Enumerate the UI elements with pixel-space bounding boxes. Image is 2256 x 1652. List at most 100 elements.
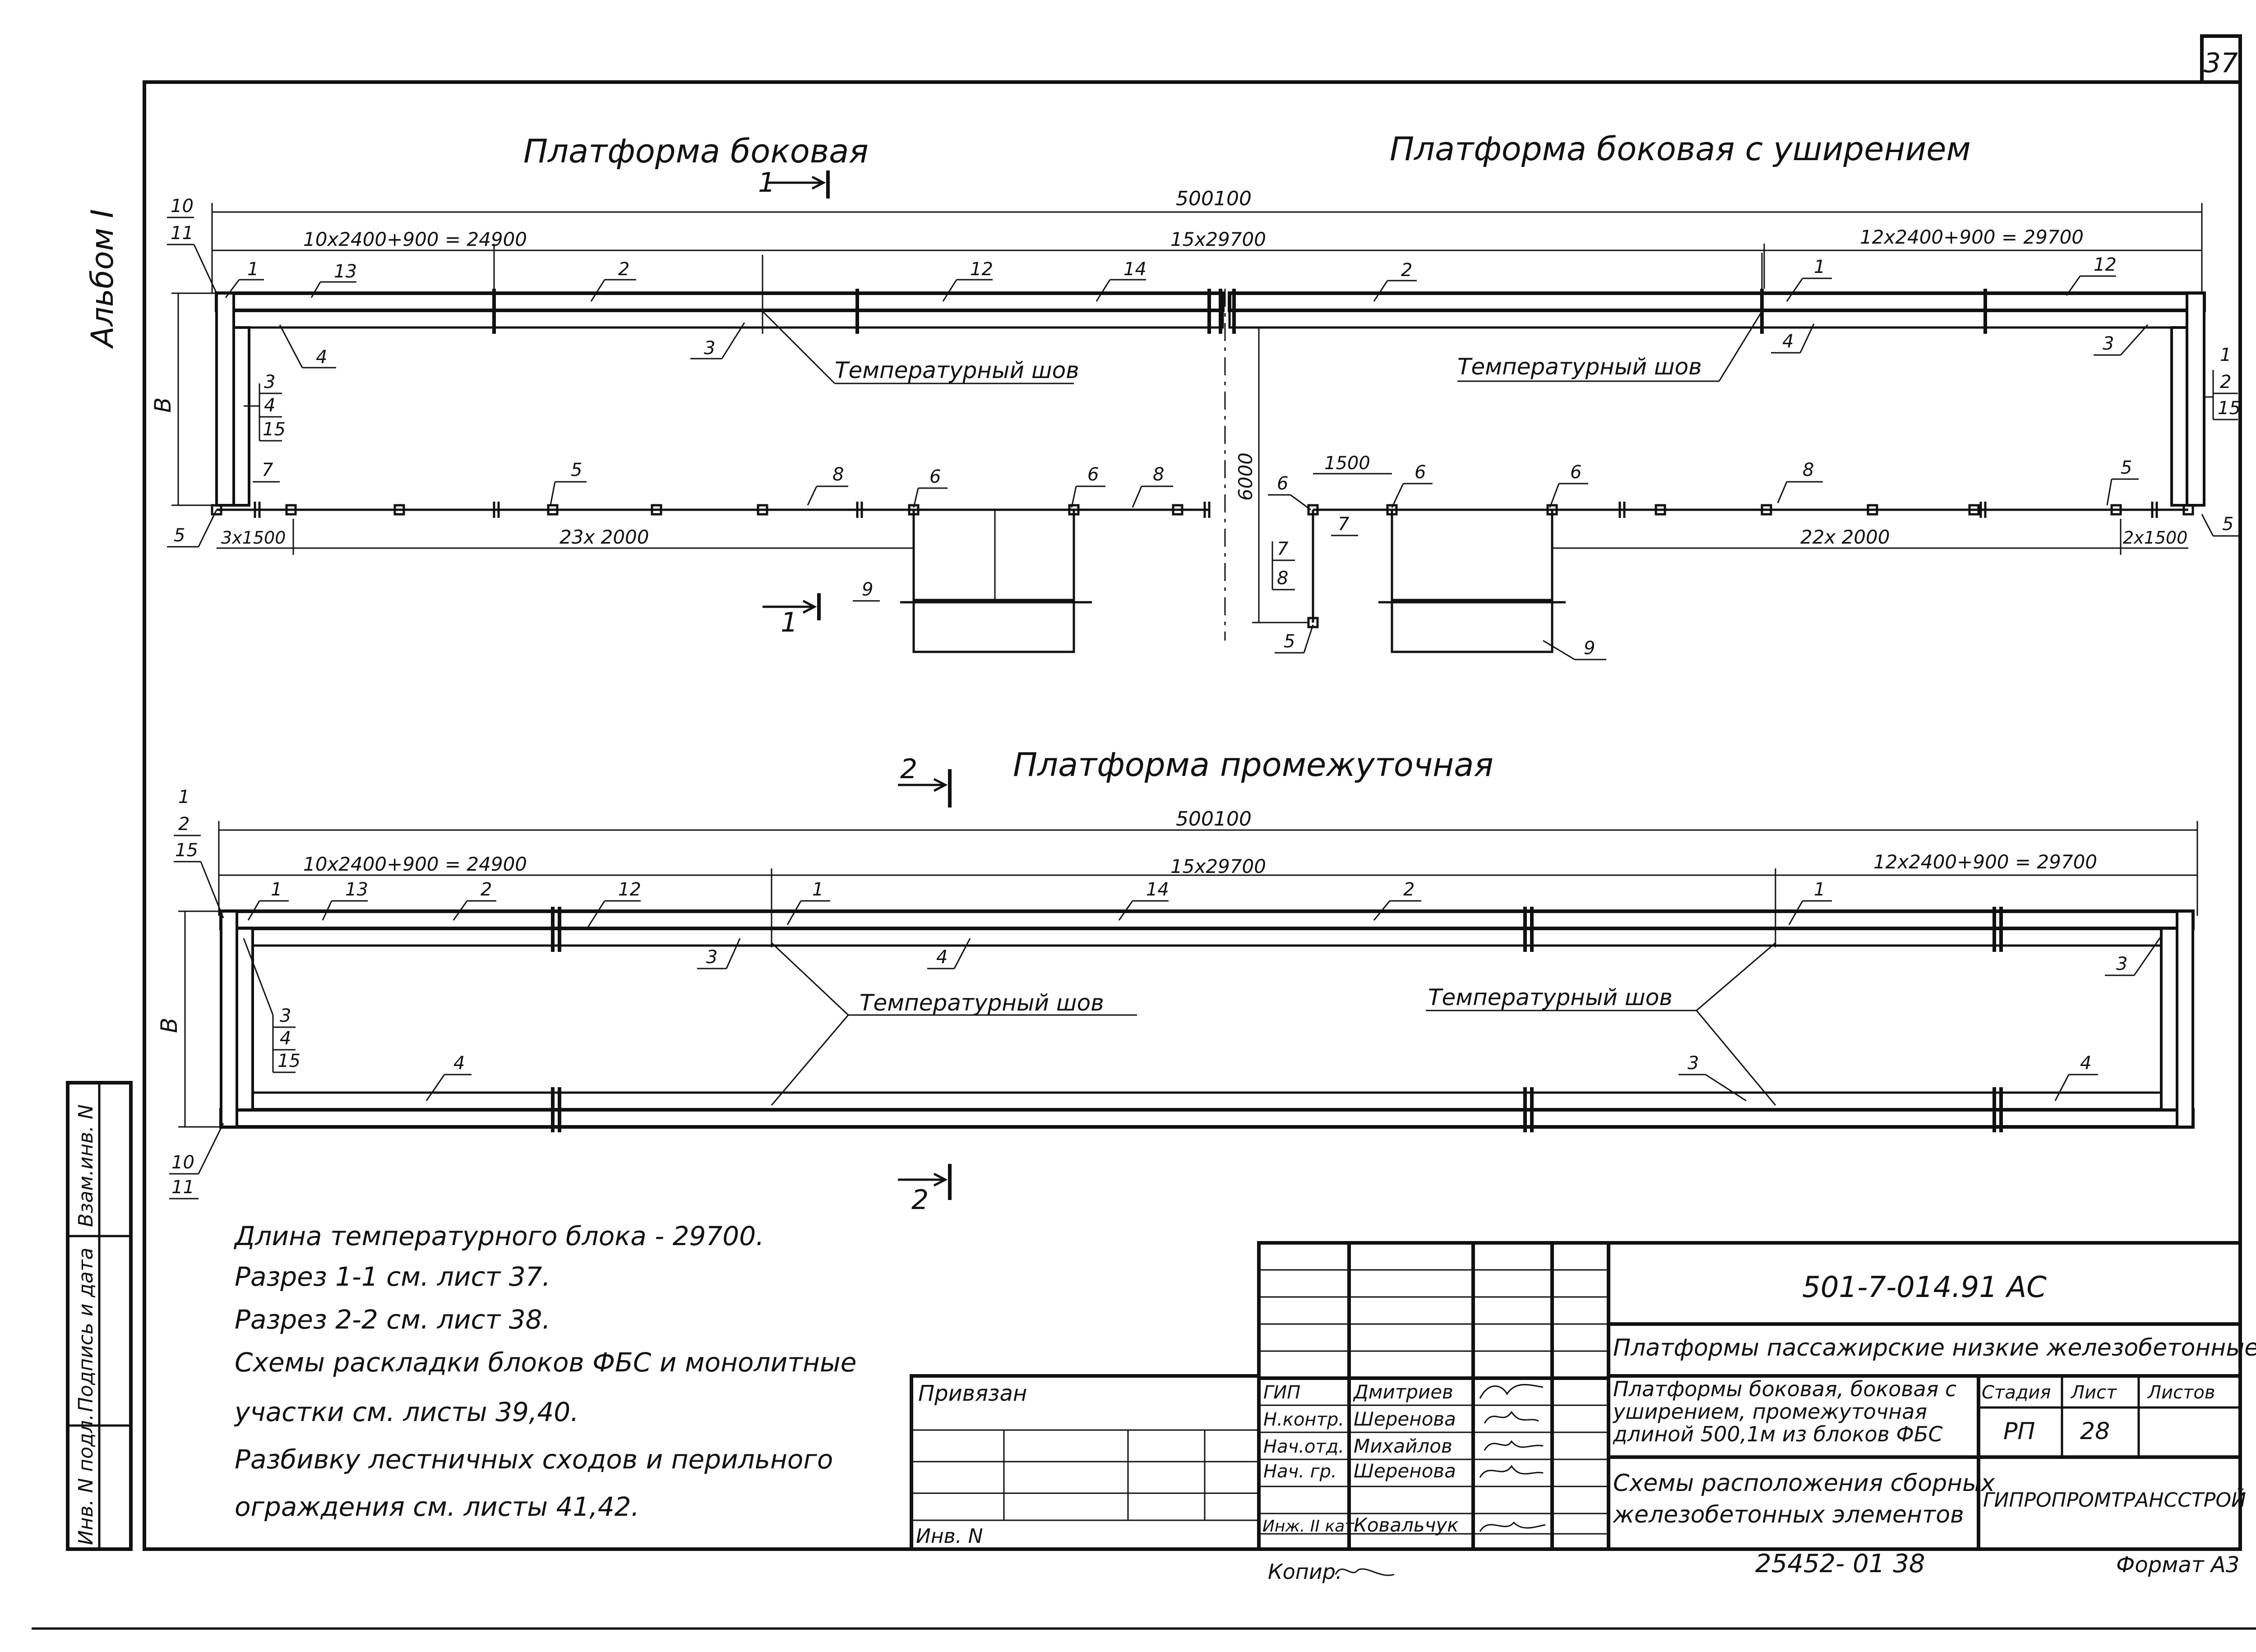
note-3: Разрез 2-2 см. лист 38.	[235, 1304, 550, 1335]
svg-text:1: 1	[247, 259, 259, 280]
svg-text:11: 11	[171, 223, 194, 244]
svg-text:4: 4	[2080, 1053, 2091, 1074]
role-nachotd: Нач.отд.	[1263, 1436, 1344, 1457]
dim-width-b-top: B	[150, 292, 217, 506]
role-inzh: Инж. II кат.	[1262, 1517, 1359, 1536]
note-7: ограждения см. листы 41,42.	[235, 1491, 639, 1522]
svg-text:4: 4	[280, 1028, 291, 1049]
section-marker-1-top: 1	[758, 167, 830, 198]
svg-text:7: 7	[1338, 514, 1350, 535]
name-nkontr: Шеренова	[1354, 1408, 1456, 1430]
note-5: участки см. листы 39,40.	[234, 1397, 579, 1427]
svg-text:5: 5	[571, 460, 582, 480]
footer: Копир. 25452- 01 38 Формат А3	[1268, 1549, 2239, 1584]
stage-value: РП	[2003, 1418, 2035, 1445]
title-side-platform: Платформа боковая	[523, 132, 869, 170]
svg-text:Температурный шов: Температурный шов	[1457, 354, 1702, 380]
svg-text:15: 15	[2218, 398, 2241, 419]
drawing-title-line-1: Схемы расположения сборных	[1613, 1470, 1995, 1497]
svg-text:2: 2	[1403, 879, 1415, 900]
name-nachotd: Михайлов	[1354, 1435, 1452, 1457]
svg-text:1: 1	[2220, 345, 2231, 365]
svg-text:4: 4	[264, 395, 275, 416]
general-notes: Длина температурного блока - 29700. Разр…	[233, 1221, 857, 1522]
marks-top-left: 10 11 1 13 2 12 14 4 3 3 4 15 7 5	[167, 196, 1173, 602]
bottom-dimensions: 500100 10x2400+900 = 24900 15x29700 12x2…	[218, 808, 2198, 916]
stage-header: Стадия	[1982, 1382, 2051, 1403]
stamp-vzam-inv: Взам.инв. N	[74, 1104, 97, 1227]
sheet-title-line-2: уширением, промежуточная	[1612, 1399, 1927, 1424]
svg-text:15: 15	[277, 1051, 300, 1071]
dim-left-span-top: 10x2400+900 = 24900	[303, 228, 527, 250]
section-marker-1-bottom: 1	[763, 593, 821, 638]
dim-right-span-top: 12x2400+900 = 29700	[1860, 226, 2084, 248]
sheet-number-box	[2200, 34, 2242, 84]
svg-text:3x1500: 3x1500	[221, 528, 286, 548]
sheets-header: Листов	[2147, 1382, 2215, 1403]
stamp-inv-podl: Инв. N подл.	[74, 1414, 97, 1545]
stamp-podpis-data: Подпись и дата	[74, 1248, 97, 1412]
svg-text:9: 9	[1584, 638, 1595, 659]
expansion-joint-label-top-left: Температурный шов	[762, 255, 1079, 384]
sheet-value: 28	[2080, 1418, 2110, 1445]
svg-text:5: 5	[2121, 457, 2132, 478]
svg-text:2: 2	[2220, 372, 2231, 392]
svg-text:4: 4	[1782, 331, 1794, 352]
side-platform-widened-plan	[1228, 289, 2206, 507]
marks-bottom: 1 2 15 10 11 3 4 15 1 13 2 12 1 14	[169, 787, 2162, 1200]
svg-text:23x 2000: 23x 2000	[559, 526, 649, 548]
svg-text:3: 3	[2116, 954, 2127, 974]
svg-text:8: 8	[1803, 460, 1814, 480]
svg-text:1: 1	[271, 879, 282, 900]
stair-top-right	[1378, 508, 1566, 653]
dim-total-bottom: 500100	[1176, 808, 1252, 831]
svg-text:3: 3	[280, 1006, 291, 1026]
archive-number: 25452- 01 38	[1755, 1549, 1925, 1578]
svg-text:2: 2	[178, 814, 190, 835]
intermediate-platform-plan	[219, 907, 2195, 1132]
svg-text:1: 1	[781, 607, 798, 638]
svg-text:Температурный шов: Температурный шов	[1428, 984, 1673, 1011]
svg-text:1: 1	[178, 787, 190, 808]
side-platform-plan	[215, 289, 1225, 507]
svg-text:4: 4	[453, 1053, 465, 1074]
svg-text:2: 2	[1401, 260, 1412, 281]
svg-text:15: 15	[175, 840, 198, 861]
dim-right-span-bottom: 12x2400+900 = 29700	[1873, 851, 2097, 873]
svg-text:3: 3	[704, 338, 715, 359]
svg-text:6: 6	[1277, 473, 1288, 494]
role-nachgr: Нач. гр.	[1263, 1461, 1337, 1482]
svg-text:3: 3	[706, 947, 717, 968]
svg-text:6000: 6000	[1234, 452, 1257, 501]
svg-text:2: 2	[911, 1184, 929, 1216]
svg-text:22x 2000: 22x 2000	[1800, 526, 1890, 548]
title-block: Привязан Инв. N ГИП Н.контр. Нач.отд. На…	[910, 1241, 2256, 1551]
svg-text:B: B	[150, 397, 176, 413]
expansion-joint-label-bottom-right: Температурный шов	[1426, 907, 1776, 1106]
svg-text:1: 1	[1814, 257, 1825, 277]
name-nachgr: Шеренова	[1354, 1460, 1456, 1482]
svg-text:10: 10	[171, 1152, 194, 1173]
svg-text:11: 11	[171, 1177, 194, 1198]
svg-text:3: 3	[1687, 1053, 1699, 1074]
side-stamp: Взам.инв. N Подпись и дата Инв. N подл.	[66, 1081, 133, 1551]
svg-text:2: 2	[618, 259, 629, 280]
dim-6000-right: 6000 1500	[1234, 328, 1392, 623]
railing-top-left: 3x1500 23x 2000	[211, 502, 1211, 555]
svg-text:7: 7	[1277, 539, 1289, 559]
album-label: Альбом I	[85, 209, 120, 349]
svg-text:6: 6	[1570, 462, 1581, 483]
note-1: Длина температурного блока - 29700.	[233, 1221, 764, 1251]
svg-text:1: 1	[812, 879, 823, 900]
svg-text:3: 3	[264, 372, 275, 392]
expansion-joint-label-top-right: Температурный шов	[1457, 253, 1763, 382]
signature-nkontr	[1484, 1411, 1539, 1424]
svg-text:Температурный шов: Температурный шов	[860, 990, 1104, 1016]
sheet-title-line-1: Платформы боковая, боковая с	[1613, 1377, 1956, 1401]
svg-text:5: 5	[2222, 514, 2233, 535]
stair-top-left	[900, 508, 1092, 653]
dim-middle-span-bottom: 15x29700	[1170, 855, 1266, 877]
svg-text:12: 12	[2094, 254, 2117, 275]
section-marker-2-bottom: 2	[898, 1164, 952, 1216]
note-6: Разбивку лестничных сходов и перильного	[235, 1444, 833, 1475]
